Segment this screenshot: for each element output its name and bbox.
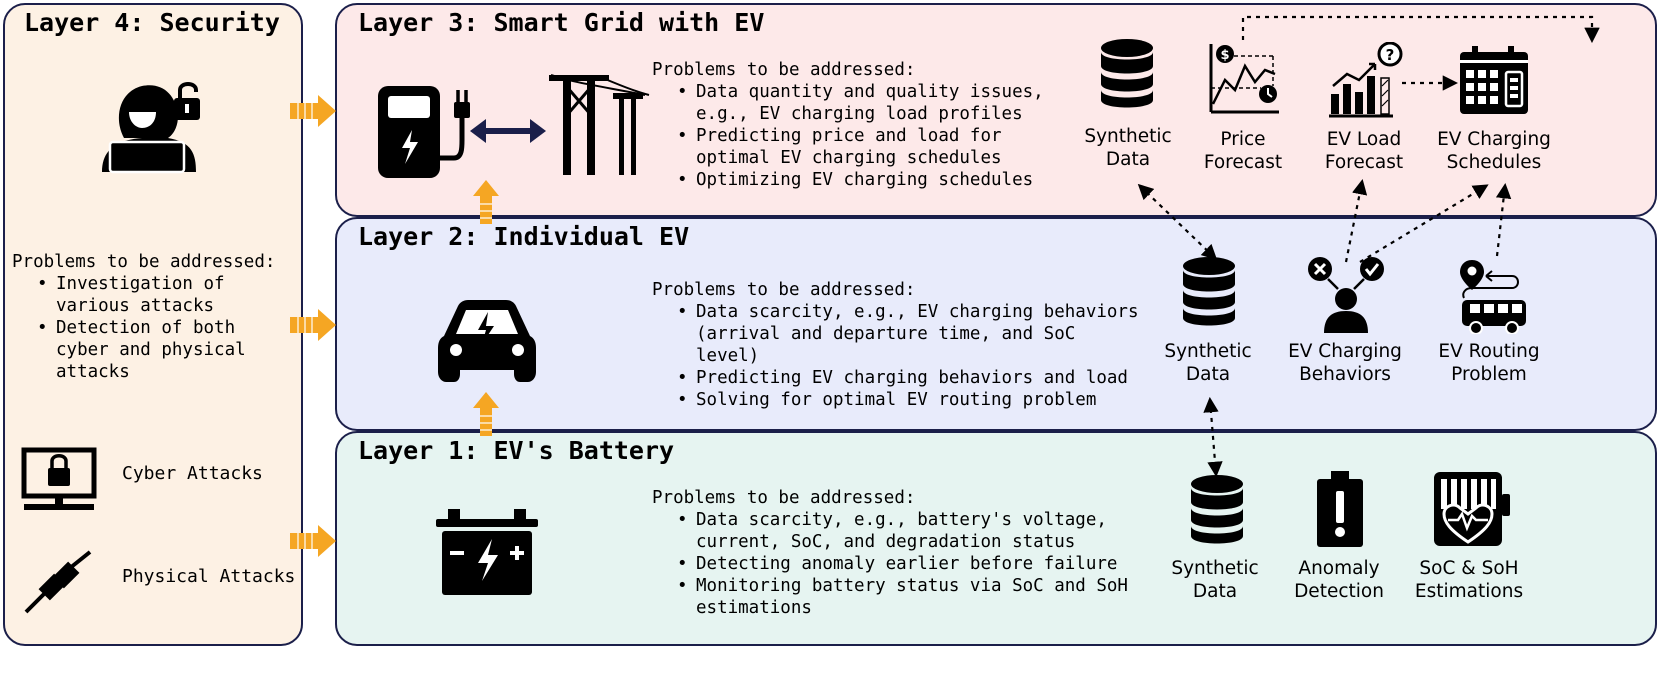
layer2-problem-1: Data scarcity, e.g., EV charging behavio…	[677, 301, 1139, 367]
layer1-problem-1: Data scarcity, e.g., battery's voltage,c…	[677, 509, 1128, 553]
electric-car-icon	[436, 298, 538, 384]
database-icon	[1189, 474, 1245, 546]
charging-station-icon	[374, 80, 474, 180]
double-arrow-icon	[468, 116, 548, 146]
connector-routing-to-schedules	[1495, 182, 1512, 257]
connector-price-to-schedules	[1241, 15, 1600, 44]
up-arrow-layer2-to-3	[471, 178, 501, 224]
up-arrow-layer1-to-2	[471, 390, 501, 436]
layer1-title: Layer 1: EV's Battery	[358, 436, 675, 465]
database-icon	[1099, 38, 1155, 110]
power-tower-icon	[545, 65, 653, 177]
layer4-problems-heading: Problems to be addressed:	[12, 252, 276, 272]
computer-lock-icon	[20, 446, 98, 514]
layer3-problem-3: Optimizing EV charging schedules	[677, 169, 1044, 191]
connector-behaviors-to-schedules	[1359, 184, 1489, 263]
price-forecast-icon: $	[1205, 42, 1283, 116]
layer4-title: Layer 4: Security	[24, 8, 280, 37]
security-arrow-to-layer1	[290, 524, 338, 558]
layer2-problems: Problems to be addressed: Data scarcity,…	[652, 279, 1139, 411]
load-forecast-icon: ?	[1327, 42, 1409, 118]
security-arrow-to-layer2	[290, 308, 338, 342]
hacker-icon	[96, 80, 216, 175]
battery-alert-icon	[1313, 469, 1367, 549]
svg-text:?: ?	[1386, 46, 1395, 64]
layer3-problem-1: Data quantity and quality issues,e.g., E…	[677, 81, 1044, 125]
ev-routing-bus-icon	[1456, 258, 1530, 334]
layer1-problem-3: Monitoring battery status via SoC and So…	[677, 575, 1128, 619]
plug-cable-icon	[22, 548, 94, 616]
security-arrow-to-layer3	[290, 94, 338, 128]
layer1-problem-2: Detecting anomaly earlier before failure	[677, 553, 1128, 575]
layer1-problems: Problems to be addressed: Data scarcity,…	[652, 487, 1128, 619]
layer3-problems-heading: Problems to be addressed:	[652, 60, 916, 80]
layer3-title: Layer 3: Smart Grid with EV	[358, 8, 765, 37]
svg-text:$: $	[1220, 48, 1229, 63]
layer1-problems-heading: Problems to be addressed:	[652, 488, 916, 508]
physical-attacks-label: Physical Attacks	[122, 566, 296, 587]
cyber-attacks-label: Cyber Attacks	[122, 463, 263, 484]
schedule-calendar-icon	[1458, 44, 1530, 116]
connector-behaviors-to-load-forecast	[1344, 178, 1368, 263]
battery-health-icon	[1432, 470, 1512, 548]
layer2-problem-2: Predicting EV charging behaviors and loa…	[677, 367, 1139, 389]
database-icon	[1181, 256, 1237, 328]
connector-synthetic-l2-l1	[1203, 396, 1223, 478]
layer2-problem-3: Solving for optimal EV routing problem	[677, 389, 1139, 411]
layer4-problems: Problems to be addressed: Investigation …	[12, 251, 275, 383]
decision-person-icon	[1306, 255, 1386, 335]
connector-synthetic-l3-l2	[1137, 183, 1218, 261]
layer2-problems-heading: Problems to be addressed:	[652, 280, 916, 300]
layer2-title: Layer 2: Individual EV	[358, 222, 690, 251]
layer3-problems: Problems to be addressed: Data quantity …	[652, 59, 1044, 191]
car-battery-icon	[434, 507, 540, 597]
